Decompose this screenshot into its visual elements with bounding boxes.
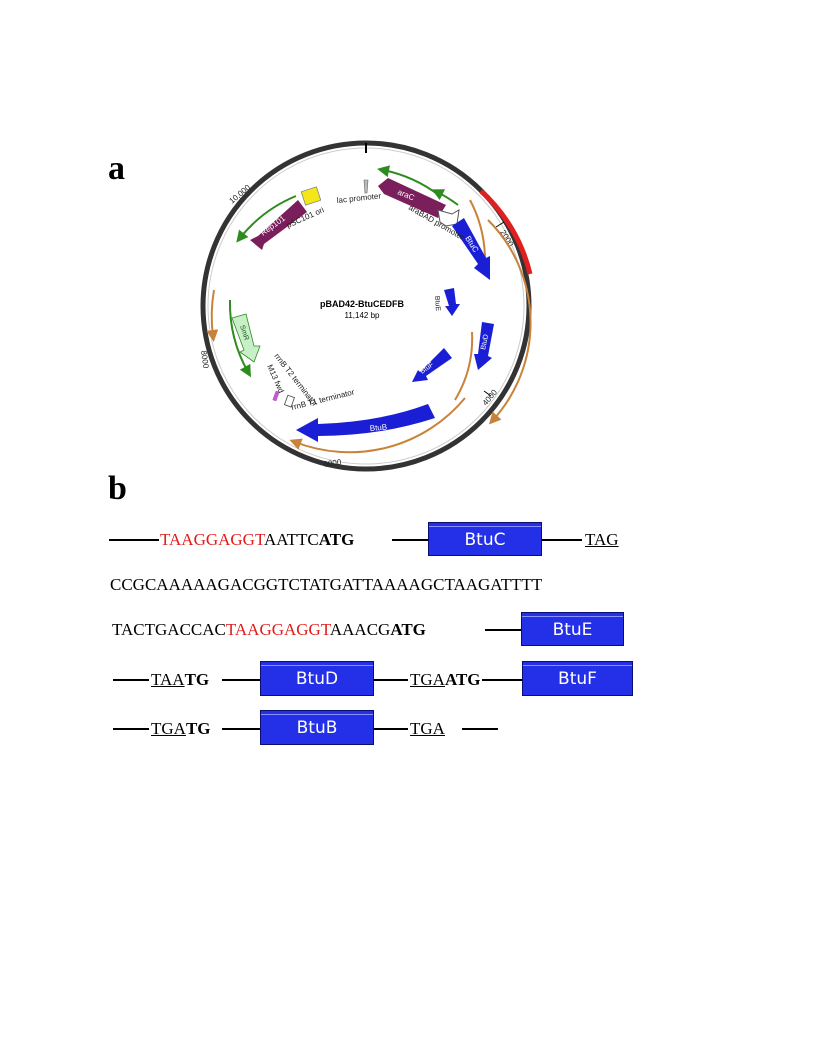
- green-arc-right-top: [431, 189, 459, 206]
- row2-sequence: CCGCAAAAAGACGGTCTATGATTAAAAGCTAAGATTTT: [110, 575, 543, 594]
- row4-stop-codon-1: TAA: [151, 670, 185, 689]
- row3-spacer: AAACG: [329, 620, 391, 639]
- insert-highlight-arc: [479, 189, 533, 275]
- psc101-ori-box: [300, 186, 322, 206]
- plasmid-name: pBAD42-BtuCEDFB: [320, 299, 404, 309]
- row3-rbs: TAAGGAGGT: [225, 620, 330, 639]
- btuB-label: BtuB: [369, 423, 387, 433]
- smr-label: SmR: [238, 324, 249, 341]
- tick-8000: 8000: [199, 350, 210, 369]
- lac-promoter-label: lac promoter: [336, 191, 381, 205]
- row5-leading-line: [113, 728, 149, 730]
- gene-box-btuE: BtuE: [521, 612, 624, 646]
- btuB-feature: [296, 404, 435, 442]
- row1-line-after-gene: [542, 539, 582, 541]
- row1-line-before-gene: [392, 539, 428, 541]
- row1-start-codon: ATG: [318, 530, 355, 549]
- row5-line-after-btuB: [374, 728, 408, 730]
- gene-box-btuB: BtuB: [260, 710, 374, 745]
- row4-start-codon-2: ATG: [444, 670, 481, 689]
- tick-6000: 6000: [323, 458, 342, 469]
- rrnb-t2-glyph: [272, 390, 280, 402]
- row1-sequence: TAAGGAGGTAATTCATG: [160, 531, 354, 548]
- row3-prefix: TACTGACCAC: [112, 620, 226, 639]
- btuE-label: BtuE: [433, 296, 441, 312]
- orange-arc-right-inner: [469, 199, 486, 259]
- row1-leading-line: [109, 539, 159, 541]
- row4-line-before-btuF: [482, 679, 522, 681]
- row4-junction-2: TGAATG: [410, 671, 481, 688]
- row5-stop-codon-2: TGA: [410, 719, 445, 738]
- row3-sequence: TACTGACCACTAAGGAGGTAAACGATG: [112, 621, 426, 638]
- row4-leading-line: [113, 679, 149, 681]
- plasmid-size: 11,142 bp: [345, 311, 381, 320]
- orange-arc-right: [487, 219, 532, 425]
- row3-line-before-gene: [485, 629, 521, 631]
- lac-promoter-glyph: [363, 179, 369, 194]
- btuC-feature: [452, 218, 490, 280]
- row1-stop-codon: TAG: [585, 530, 619, 549]
- btuD-label: BtuD: [480, 334, 490, 351]
- row4-start-codon-1: TG: [184, 670, 210, 689]
- btuE-feature: [444, 288, 460, 316]
- btuD-feature: [474, 322, 494, 370]
- row4-stop-codon-2: TGA: [410, 670, 445, 689]
- row3-start-codon: ATG: [390, 620, 426, 639]
- row5-trailing-line: [462, 728, 498, 730]
- row4-line-before-btuD: [222, 679, 260, 681]
- gene-box-btuD: BtuD: [260, 661, 374, 696]
- gene-box-btuF: BtuF: [522, 661, 633, 696]
- green-arc-top-left: [236, 195, 297, 243]
- green-arc-left: [228, 299, 251, 378]
- row1-spacer: AATTC: [263, 530, 319, 549]
- row5-stop-codon-1: TGA: [151, 719, 186, 738]
- row1-rbs: TAAGGAGGT: [160, 530, 264, 549]
- row4-line-after-btuD: [374, 679, 408, 681]
- tick-4000-mark: [483, 390, 492, 397]
- panel-b-label: b: [108, 470, 127, 507]
- orange-arc-bottom: [289, 397, 466, 454]
- orange-arc-bottom-inner: [454, 331, 474, 401]
- smr-feature: [231, 313, 261, 363]
- rrnb-t1-glyph: [283, 394, 295, 408]
- tick-2000-mark: [495, 221, 505, 228]
- row4-junction-1: TAATG: [151, 671, 209, 688]
- gene-box-btuC: BtuC: [428, 522, 542, 556]
- btuF-feature: [412, 348, 452, 382]
- araC-feature: [378, 178, 446, 218]
- panel-a-label: a: [108, 150, 125, 187]
- rep101-feature: [250, 200, 307, 250]
- row5-line-before-btuB: [222, 728, 260, 730]
- row5-start-codon: TG: [185, 719, 211, 738]
- orange-arc-left: [206, 289, 219, 342]
- plasmid-map: 2000 4000 6000 8000 10,000 araC Rep101 B…: [199, 140, 533, 472]
- row5-junction: TGATG: [151, 720, 211, 737]
